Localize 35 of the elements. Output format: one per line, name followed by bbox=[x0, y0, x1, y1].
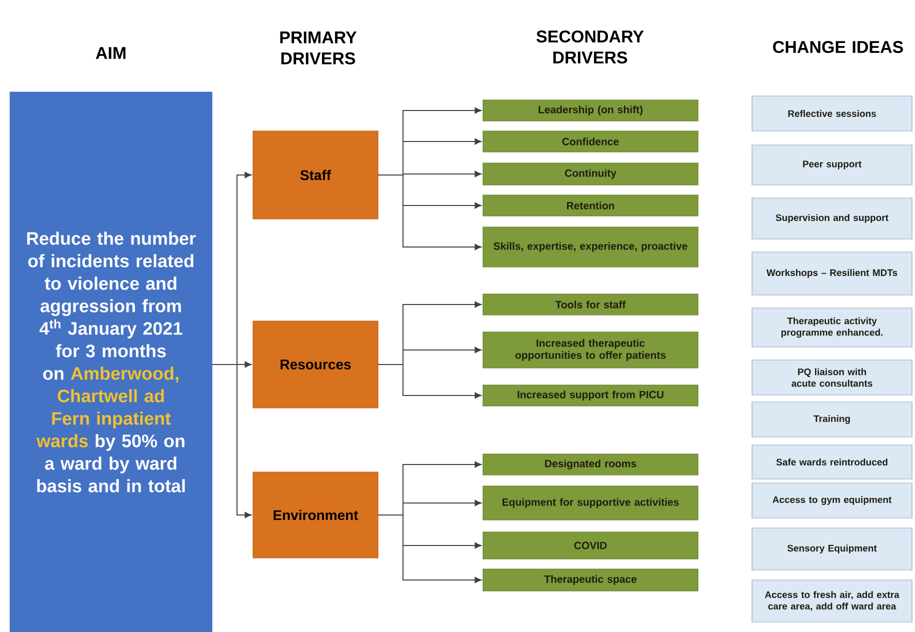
change-idea-box: PQ liaison with acute consultants bbox=[752, 360, 912, 396]
primary-driver-box: Environment bbox=[252, 472, 378, 558]
secondary-driver-box: Skills, expertise, experience, proactive bbox=[482, 226, 698, 268]
change-idea-box: Supervision and support bbox=[752, 198, 912, 240]
column-heading: AIM bbox=[96, 47, 126, 59]
arrow bbox=[212, 364, 252, 518]
column-heading: PRIMARY DRIVERS bbox=[280, 32, 357, 64]
arrow bbox=[378, 174, 482, 250]
secondary-driver-box: COVID bbox=[482, 532, 698, 560]
secondary-driver-box: Confidence bbox=[482, 130, 698, 152]
change-idea-box: Training bbox=[752, 402, 912, 438]
secondary-driver-box: Leadership (on shift) bbox=[482, 100, 698, 122]
column-heading: CHANGE IDEAS bbox=[773, 40, 903, 54]
change-idea-box: Safe wards reintroduced bbox=[752, 444, 912, 480]
primary-driver-box: Resources bbox=[252, 320, 378, 408]
arrow bbox=[378, 514, 482, 584]
secondary-driver-box: Therapeutic space bbox=[482, 568, 698, 592]
column-heading: SECONDARY DRIVERS bbox=[536, 30, 644, 64]
secondary-driver-box: Increased therapeutic opportunities to offer patients bbox=[482, 332, 698, 368]
change-idea-box: Reflective sessions bbox=[752, 96, 912, 132]
change-idea-box: Peer support bbox=[752, 144, 912, 186]
secondary-driver-box: Tools for staff bbox=[482, 294, 698, 316]
secondary-driver-box: Continuity bbox=[482, 162, 698, 186]
secondary-driver-box: Retention bbox=[482, 194, 698, 216]
arrow bbox=[378, 364, 482, 399]
change-idea-box: Therapeutic activity programme enhanced. bbox=[752, 308, 912, 348]
change-idea-box: Sensory Equipment bbox=[752, 528, 912, 570]
change-idea-box: Access to gym equipment bbox=[752, 482, 912, 518]
primary-driver-box: Staff bbox=[252, 130, 378, 220]
secondary-driver-box: Designated rooms bbox=[482, 454, 698, 476]
aim-box: Reduce the number of incidents related to violence and aggression from 4$^{th}$ January 2021 for 3 months on Amberwood, Chartwell ad Fern inpatient wards by 50% on a ward by ward basis and in total bbox=[10, 92, 212, 632]
secondary-driver-box: Increased support from PICU bbox=[482, 384, 698, 406]
change-idea-box: Access to fresh air, add extra care area, add off ward area bbox=[752, 580, 912, 622]
secondary-driver-box: Equipment for supportive activities bbox=[482, 486, 698, 520]
change-idea-box: Workshops – Resilient MDTs bbox=[752, 252, 912, 296]
